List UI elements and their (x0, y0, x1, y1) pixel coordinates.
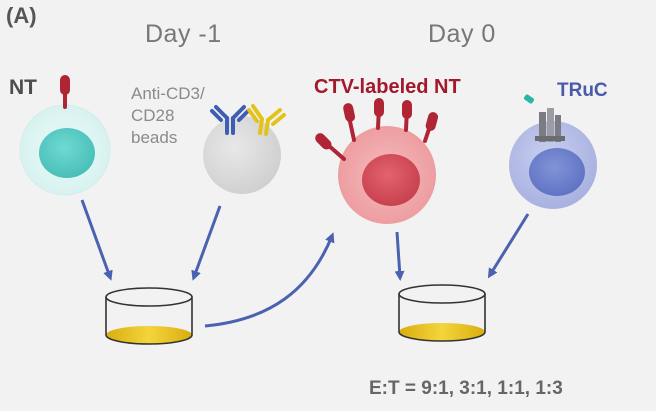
nt-cell-icon (19, 75, 111, 196)
culture-dish-icon (105, 287, 193, 345)
flow-arrow-icon-4 (394, 231, 405, 281)
truc-receptor-icon (523, 94, 565, 142)
truc-label: TRuC (557, 80, 608, 101)
beads-label-line-3: beads (131, 128, 177, 147)
day-minus1-label: Day -1 (145, 20, 222, 48)
culture-dish-icon-2 (398, 284, 486, 342)
ctv-labeled-nt-label: CTV-labeled NT (314, 76, 461, 98)
beads-label-line-1: Anti-CD3/ (131, 84, 205, 103)
blue-antibody-icon (210, 105, 250, 135)
ctv-receptor-icons (315, 98, 439, 161)
day-0-label: Day 0 (428, 20, 496, 48)
flow-arrow-icon-2 (191, 205, 222, 281)
yellow-antibody-icon (247, 104, 286, 136)
flow-arrow-icon (80, 199, 113, 281)
effector-target-ratio-label: E:T = 9:1, 3:1, 1:1, 1:3 (369, 378, 563, 399)
truc-cell-icon (509, 94, 597, 209)
panel-label: (A) (6, 3, 37, 28)
beads-label-line-2: CD28 (131, 106, 174, 125)
bead-stimulated-cell-icon (203, 104, 286, 194)
nt-label: NT (9, 76, 37, 99)
nt-receptor-icon (60, 75, 70, 109)
flow-arrow-icon-3 (204, 232, 335, 328)
ctv-labeled-cell-icon (315, 98, 439, 224)
flow-arrow-icon-5 (487, 213, 530, 279)
